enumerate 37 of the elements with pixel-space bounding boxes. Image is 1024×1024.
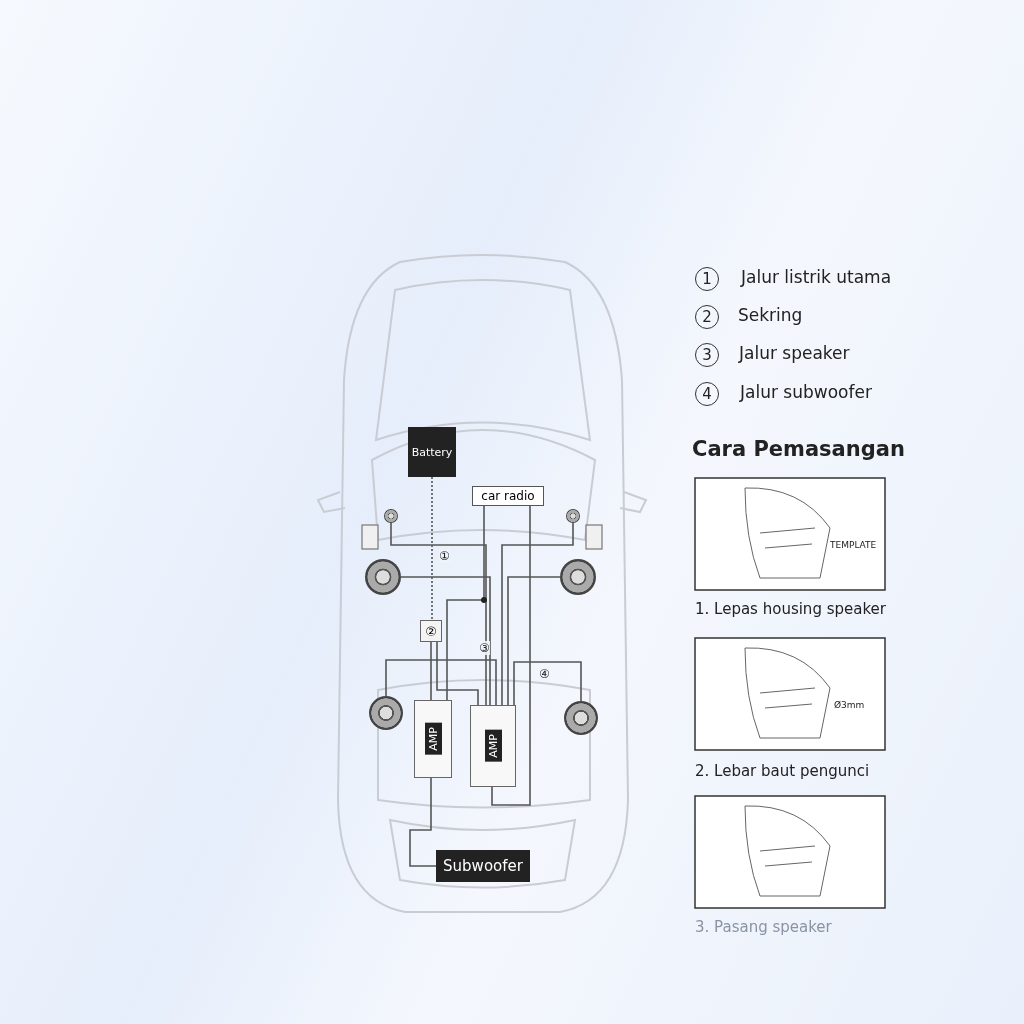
callout-number: ① xyxy=(439,549,450,563)
speaker-icon xyxy=(560,559,596,595)
legend-text: Jalur speaker xyxy=(739,343,850,363)
step-caption: 1. Lepas housing speaker xyxy=(695,600,886,618)
section-heading: Cara Pemasangan xyxy=(692,437,905,461)
wire xyxy=(385,659,497,706)
wire xyxy=(436,641,479,706)
battery-box: Battery xyxy=(408,427,456,477)
wire xyxy=(390,522,487,706)
wire xyxy=(430,641,432,701)
car-radio-box: car radio xyxy=(472,486,544,506)
fuse-box: ② xyxy=(420,620,442,642)
wire xyxy=(513,661,582,706)
drawing-label: Ø3mm xyxy=(834,700,865,710)
step-caption: 2. Lebar baut pengunci xyxy=(695,762,870,780)
wire xyxy=(400,576,491,706)
wire xyxy=(507,576,561,706)
legend-text: Jalur subwoofer xyxy=(740,382,872,402)
legend-text: Sekring xyxy=(738,305,803,325)
wire xyxy=(431,476,433,621)
step-caption: 3. Pasang speaker xyxy=(695,918,832,936)
tweeter-icon xyxy=(566,509,580,523)
wire xyxy=(501,522,574,706)
wire xyxy=(446,505,485,701)
callout-number: ③ xyxy=(479,641,490,655)
subwoofer-box: Subwoofer xyxy=(436,850,530,882)
legend-text: Jalur listrik utama xyxy=(741,267,892,287)
wire xyxy=(491,505,531,806)
amplifier-box: AMP xyxy=(470,705,516,787)
speaker-icon xyxy=(564,701,598,735)
callout-number: ④ xyxy=(539,667,550,681)
amplifier-box: AMP xyxy=(414,700,452,778)
tweeter-icon xyxy=(384,509,398,523)
speaker-icon xyxy=(369,696,403,730)
wire xyxy=(409,777,437,867)
drawing-label: TEMPLATE xyxy=(830,540,877,550)
speaker-icon xyxy=(365,559,401,595)
